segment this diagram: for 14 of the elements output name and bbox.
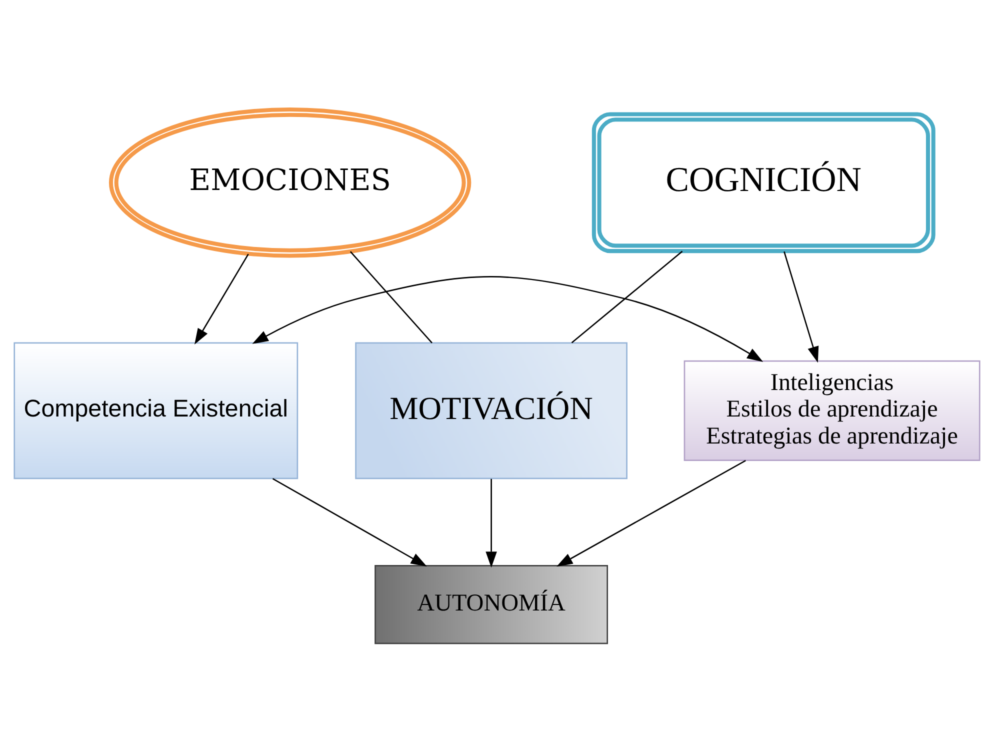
arrow <box>194 253 248 344</box>
node-box: COGNICIÓN <box>591 112 935 253</box>
connector <box>570 250 682 343</box>
node-box: Competencia Existencial <box>13 342 298 479</box>
node-box: Inteligencias Estilos de aprendizaje Estrategias de aprendizaje <box>683 360 980 461</box>
arrow <box>485 478 496 568</box>
node-box: AUTONOMÍA <box>374 564 608 644</box>
node-ellipse: EMOCIONES <box>108 107 471 258</box>
arrow <box>783 250 818 362</box>
arrow <box>556 459 746 566</box>
arrow <box>272 478 426 566</box>
node-box: MOTIVACIÓN <box>354 342 627 479</box>
arrow <box>252 276 763 362</box>
connector <box>349 250 432 343</box>
